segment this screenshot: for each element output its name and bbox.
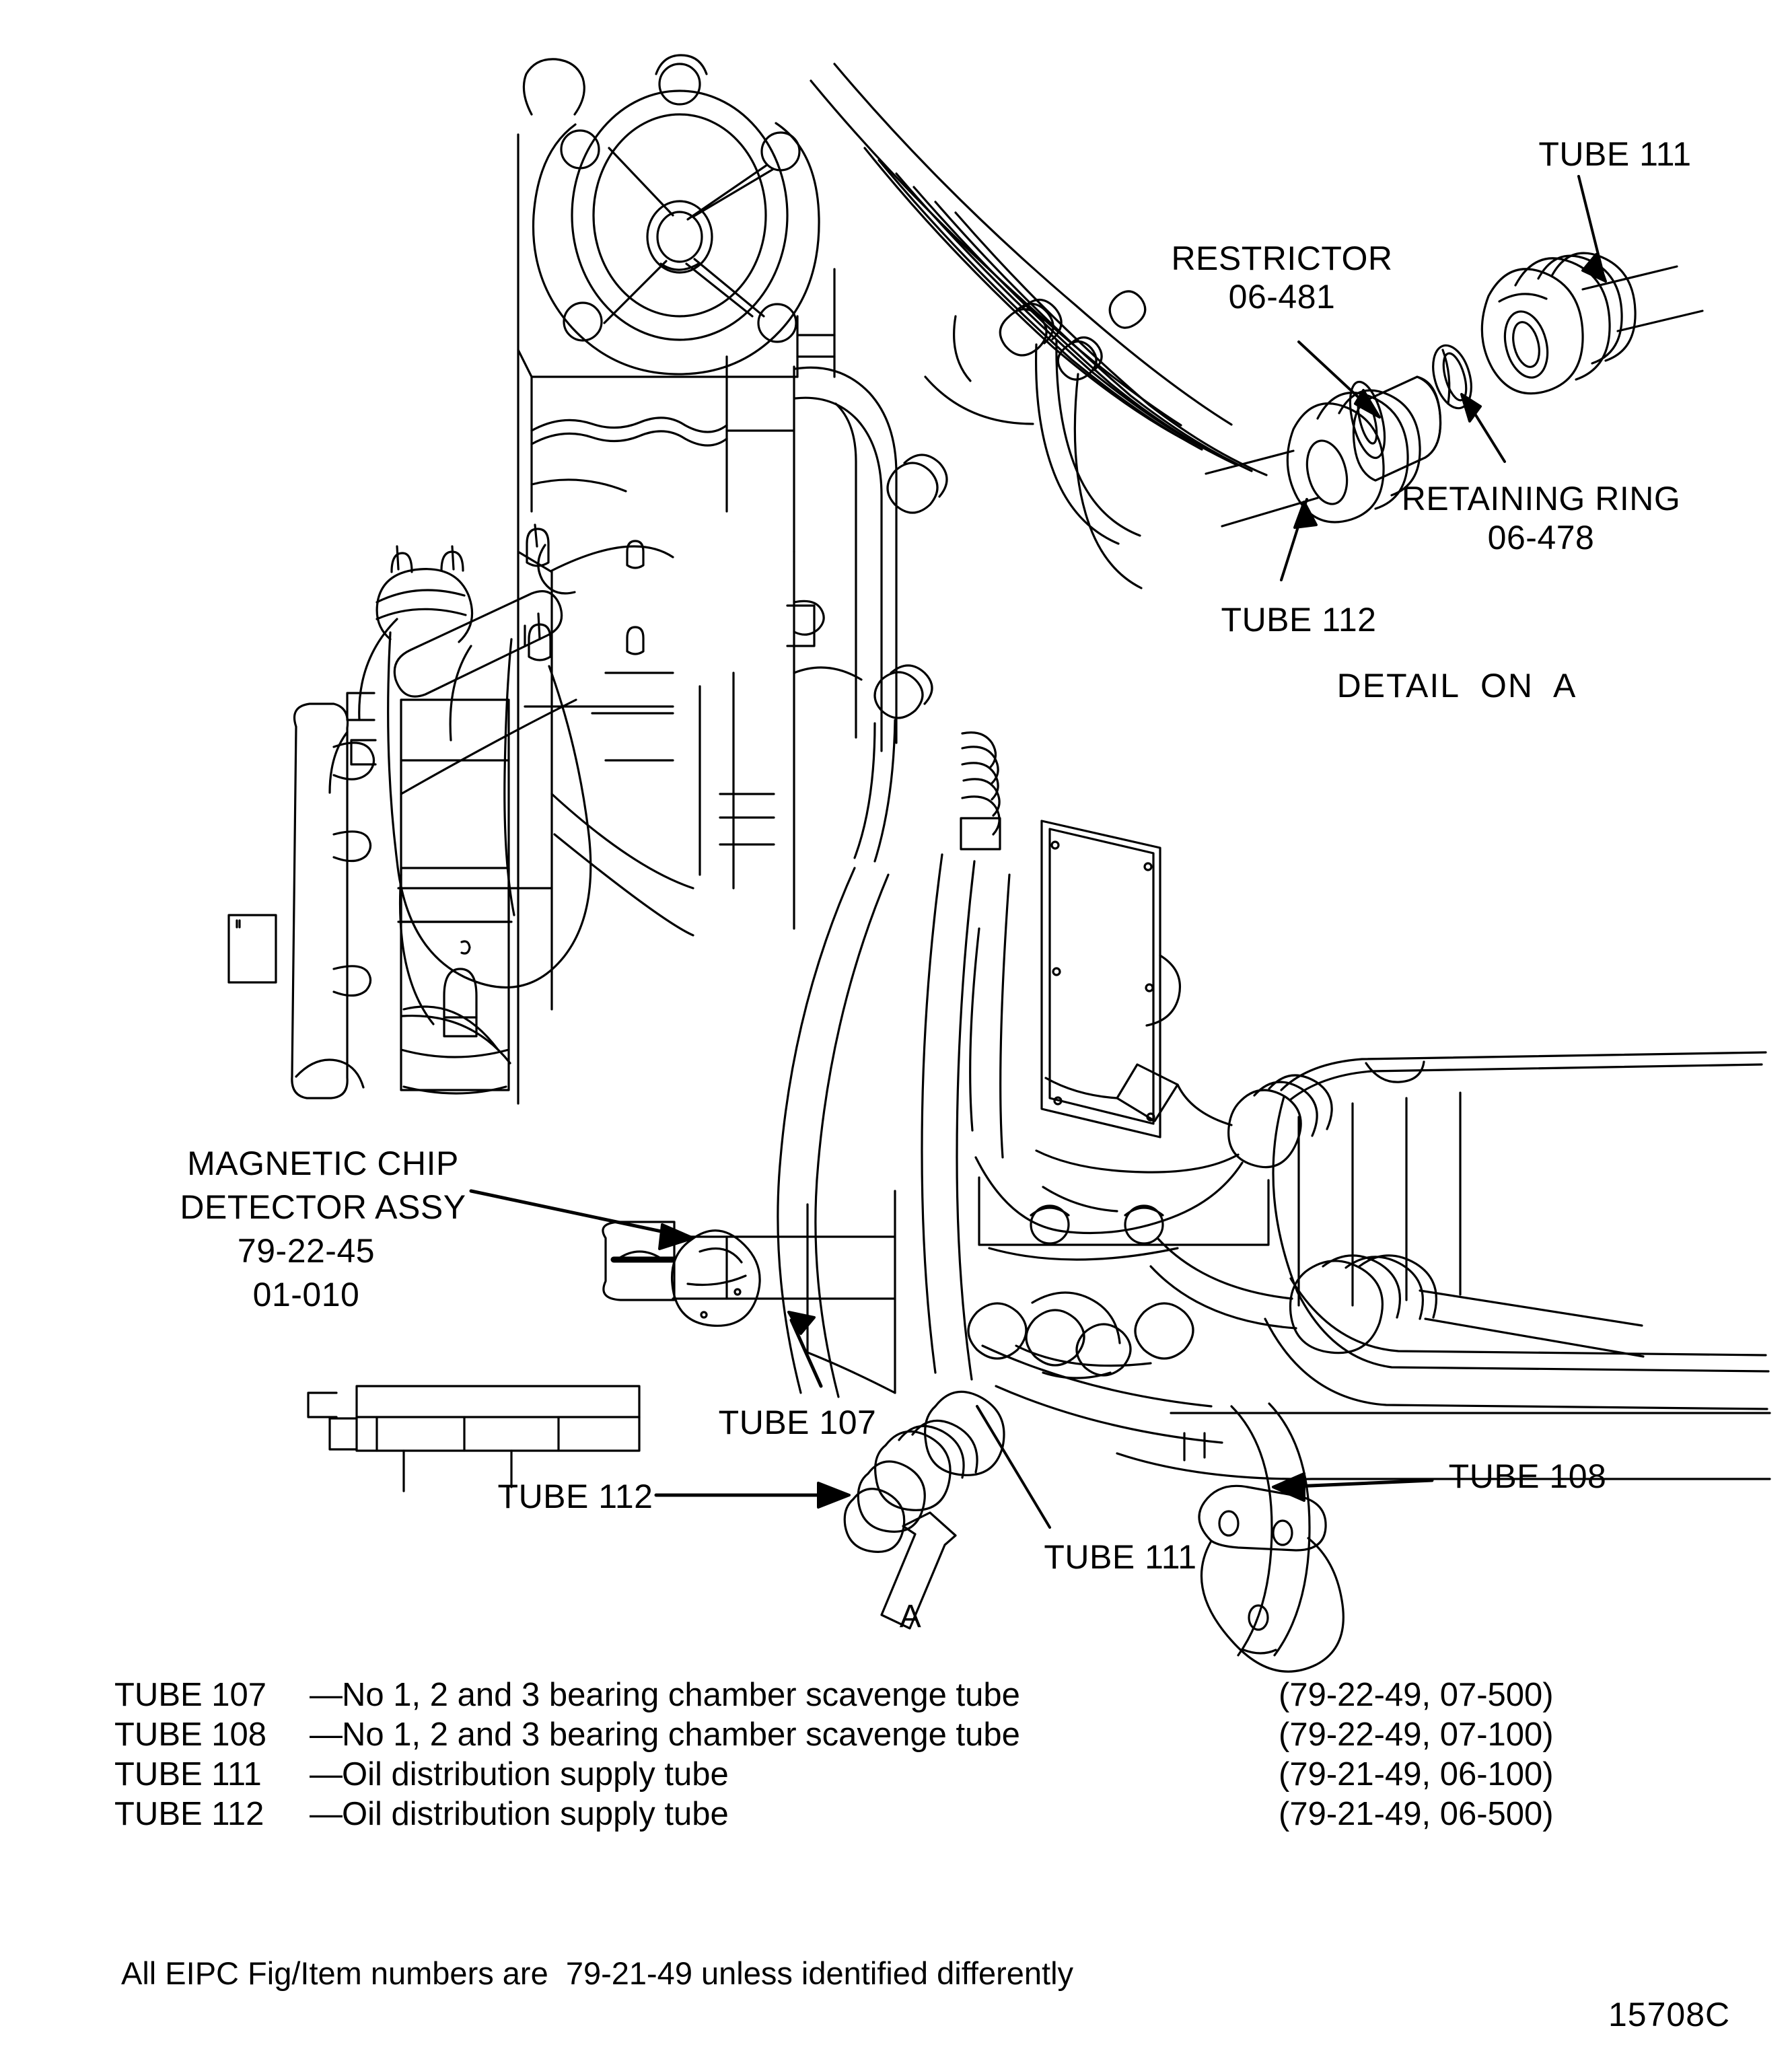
detail-a-exploded-parts: [1205, 252, 1704, 528]
legend-reference: (79-22-49, 07-500): [1279, 1677, 1554, 1713]
legend-description: Oil distribution supply tube: [342, 1796, 729, 1832]
detail-view-title: DETAIL ON A: [1336, 667, 1577, 704]
upper-casing: [517, 349, 825, 661]
detail-callout-restrictor-partno: 06-481: [1228, 278, 1336, 316]
legend-dash: —: [310, 1677, 343, 1713]
legend-tube-name: TUBE 112: [114, 1796, 264, 1832]
detail-callout-tube-111: TUBE 111: [1538, 135, 1692, 173]
hose-coupling-right: [1042, 1063, 1645, 1358]
section-marker-a: A: [899, 1599, 922, 1634]
callout-magnetic-chip-detector-line1: MAGNETIC CHIP: [187, 1145, 459, 1182]
retaining-ring-part: [1432, 344, 1472, 410]
legend-reference: (79-21-49, 06-500): [1279, 1796, 1554, 1832]
electrical-box-assembly: [960, 731, 1270, 1379]
detail-callout-tube-112: TUBE 112: [1221, 601, 1377, 639]
callout-magnetic-chip-detector-figno: 79-22-45: [237, 1232, 375, 1270]
legend-description: No 1, 2 and 3 bearing chamber scavenge t…: [342, 1716, 1020, 1753]
detail-callout-restrictor: RESTRICTOR: [1171, 240, 1393, 277]
tube-111-fitting: [1480, 252, 1704, 395]
legend-row: TUBE 108 — No 1, 2 and 3 bearing chamber…: [114, 1715, 1635, 1755]
engine-outer-casing: [1116, 1051, 1771, 1480]
tube-bundle-upper: [810, 63, 1268, 589]
engine-main-casing: [227, 544, 795, 1105]
detail-callout-retaining-ring: RETAINING RING: [1401, 480, 1681, 517]
accessory-gearbox-pad: [517, 54, 836, 513]
legend-table: TUBE 107 — No 1, 2 and 3 bearing chamber…: [114, 1675, 1635, 1834]
legend-dash: —: [310, 1716, 343, 1753]
legend-reference: (79-21-49, 06-100): [1279, 1756, 1554, 1793]
legend-tube-name: TUBE 108: [114, 1716, 267, 1753]
tube-union-nuts: [843, 1419, 978, 1553]
legend-row: TUBE 111 — Oil distribution supply tube …: [114, 1755, 1635, 1795]
detail-callout-retaining-ring-partno: 06-478: [1487, 519, 1595, 556]
legend-description: Oil distribution supply tube: [342, 1756, 729, 1793]
drawing-number: 15708C: [1608, 1996, 1731, 2033]
tube-bundle-mid: [793, 366, 948, 863]
legend-dash: —: [310, 1756, 343, 1793]
legend-row: TUBE 107 — No 1, 2 and 3 bearing chamber…: [114, 1675, 1635, 1715]
callout-magnetic-chip-detector-line2: DETECTOR ASSY: [180, 1188, 466, 1226]
restrictor-part: [1349, 375, 1442, 482]
leader-lines: [469, 175, 1607, 1529]
lower-tubes: [602, 853, 1345, 1673]
callout-tube-107: TUBE 107: [718, 1404, 877, 1441]
legend-tube-name: TUBE 107: [114, 1677, 267, 1713]
callout-tube-111: TUBE 111: [1044, 1538, 1197, 1576]
tube-clamp: [999, 298, 1063, 357]
legend-dash: —: [310, 1796, 343, 1832]
callout-tube-112: TUBE 112: [497, 1478, 653, 1515]
legend-tube-name: TUBE 111: [114, 1756, 262, 1793]
base-rail: [307, 1385, 641, 1492]
tube-clamp: [1056, 336, 1103, 381]
callout-tube-108: TUBE 108: [1448, 1457, 1607, 1495]
tube-112-fitting: [1205, 389, 1421, 528]
figure-footnote: All EIPC Fig/Item numbers are 79-21-49 u…: [121, 1955, 1074, 1991]
legend-reference: (79-22-49, 07-100): [1279, 1716, 1554, 1753]
callout-magnetic-chip-detector-itemno: 01-010: [252, 1276, 360, 1313]
legend-row: TUBE 112 — Oil distribution supply tube …: [114, 1795, 1635, 1834]
intake-fairing: [328, 545, 592, 1064]
legend-description: No 1, 2 and 3 bearing chamber scavenge t…: [342, 1677, 1020, 1713]
